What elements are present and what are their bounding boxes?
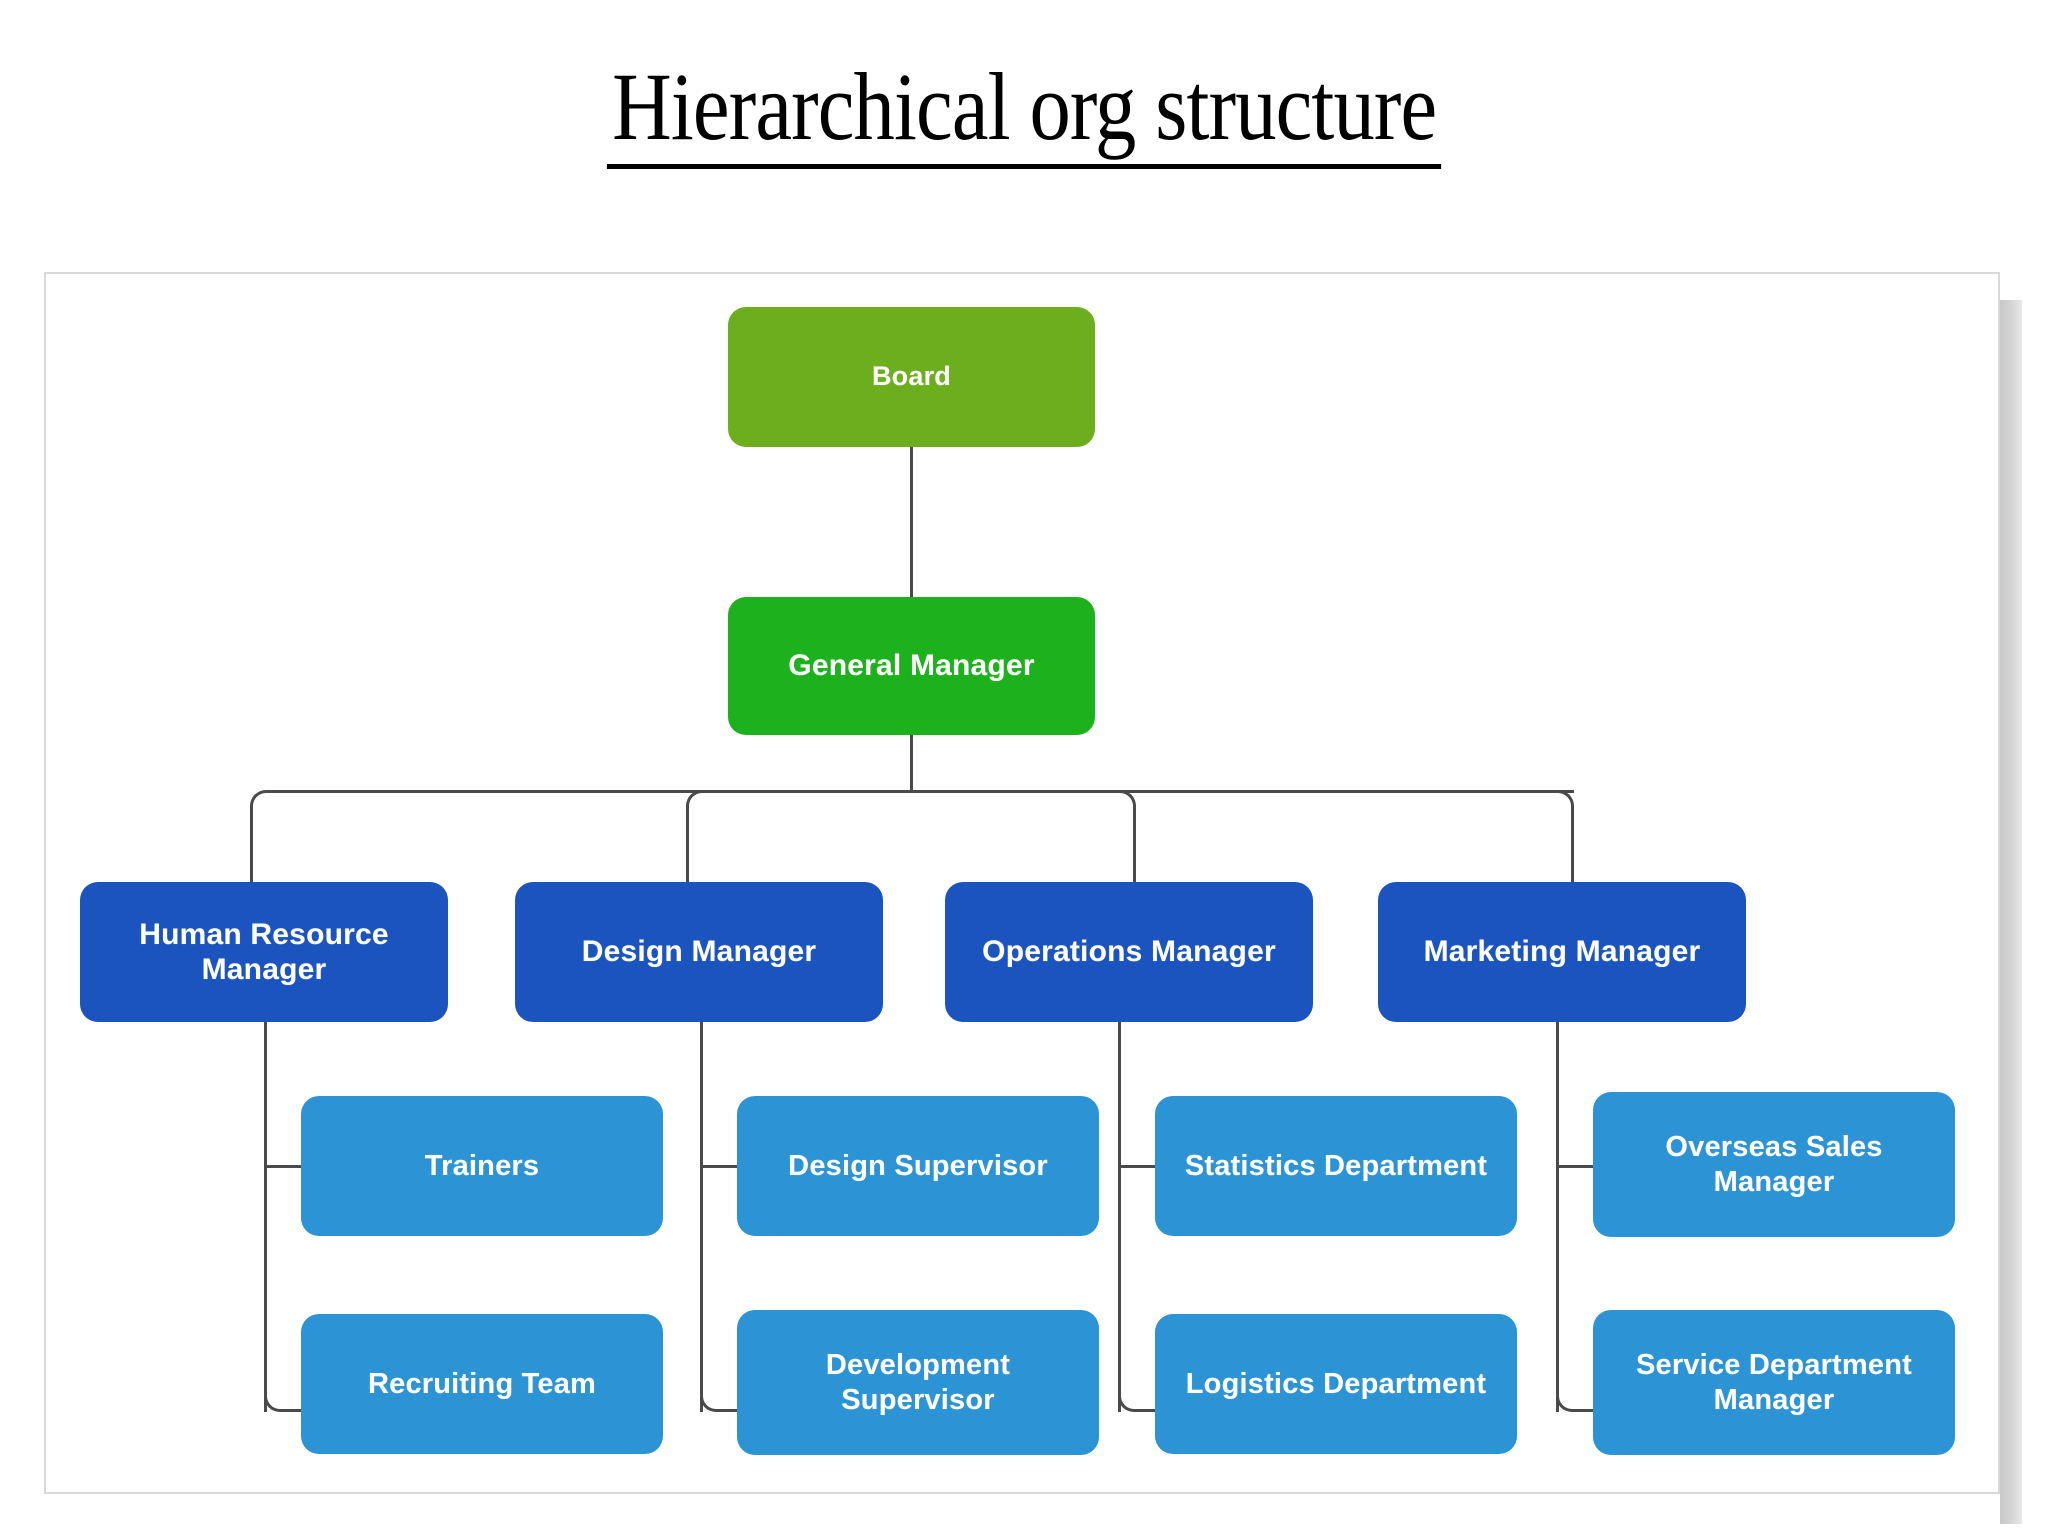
node-design-supervisor-label: Design Supervisor xyxy=(788,1149,1048,1182)
connector-manager-bus xyxy=(282,790,1574,793)
frame-drop-shadow xyxy=(2000,300,2022,1524)
node-design-supervisor[interactable]: Design Supervisor xyxy=(737,1096,1099,1236)
node-design-manager-label: Design Manager xyxy=(581,935,817,969)
node-development-supervisor-label: Development Supervisor xyxy=(825,1349,1011,1416)
connector-operations-to-statistics xyxy=(1118,1165,1156,1168)
connector-operations-elbow-logistics xyxy=(1118,1374,1156,1412)
connector-gm-stem xyxy=(910,735,913,790)
connector-hr-elbow-recruiting xyxy=(264,1374,302,1412)
org-chart-canvas: Board General Manager Human Resource Man… xyxy=(44,272,2000,1494)
page-title: Hierarchical org structure xyxy=(0,52,2048,169)
node-recruiting-team[interactable]: Recruiting Team xyxy=(301,1314,663,1454)
node-operations-manager[interactable]: Operations Manager xyxy=(945,882,1313,1022)
connector-marketing-elbow-service xyxy=(1556,1374,1594,1412)
node-overseas-sales-manager-label: Overseas Sales Manager xyxy=(1665,1131,1883,1198)
node-trainers[interactable]: Trainers xyxy=(301,1096,663,1236)
node-general-manager[interactable]: General Manager xyxy=(728,597,1095,735)
page-title-text: Hierarchical org structure xyxy=(606,52,1442,169)
connector-hr-to-trainers xyxy=(264,1165,302,1168)
node-statistics-department[interactable]: Statistics Department xyxy=(1155,1096,1517,1236)
node-board[interactable]: Board xyxy=(728,307,1095,447)
node-development-supervisor[interactable]: Development Supervisor xyxy=(737,1310,1099,1455)
node-general-manager-label: General Manager xyxy=(788,649,1035,683)
node-board-label: Board xyxy=(871,361,951,392)
connector-marketing-spine xyxy=(1556,1022,1559,1412)
connector-elbow-marketing xyxy=(1540,790,1574,882)
connector-design-spine xyxy=(700,1022,703,1412)
connector-operations-spine xyxy=(1118,1022,1121,1412)
node-marketing-manager-label: Marketing Manager xyxy=(1423,935,1701,969)
node-statistics-department-label: Statistics Department xyxy=(1184,1149,1488,1182)
connector-elbow-operations xyxy=(1102,790,1136,882)
node-operations-manager-label: Operations Manager xyxy=(982,935,1276,969)
node-trainers-label: Trainers xyxy=(424,1149,540,1182)
connector-marketing-to-overseas xyxy=(1556,1165,1594,1168)
connector-design-elbow-dev xyxy=(700,1374,738,1412)
connector-drop-hr xyxy=(250,820,253,882)
connector-hr-spine xyxy=(264,1022,267,1412)
node-marketing-manager[interactable]: Marketing Manager xyxy=(1378,882,1746,1022)
node-recruiting-team-label: Recruiting Team xyxy=(367,1367,597,1400)
node-overseas-sales-manager[interactable]: Overseas Sales Manager xyxy=(1593,1092,1955,1237)
node-human-resource-manager-label: Human Resource Manager xyxy=(139,917,389,986)
connector-elbow-hr xyxy=(250,790,284,882)
connector-elbow-design xyxy=(686,790,720,882)
node-design-manager[interactable]: Design Manager xyxy=(515,882,883,1022)
node-human-resource-manager[interactable]: Human Resource Manager xyxy=(80,882,448,1022)
node-service-department-manager[interactable]: Service Department Manager xyxy=(1593,1310,1955,1455)
connector-design-to-supervisor xyxy=(700,1165,738,1168)
connector-board-to-gm xyxy=(910,447,913,597)
connector-drop-design xyxy=(686,820,689,882)
node-service-department-manager-label: Service Department Manager xyxy=(1636,1349,1912,1416)
connector-drop-operations xyxy=(1133,820,1136,882)
node-logistics-department-label: Logistics Department xyxy=(1185,1367,1487,1400)
connector-drop-marketing xyxy=(1571,820,1574,882)
node-logistics-department[interactable]: Logistics Department xyxy=(1155,1314,1517,1454)
